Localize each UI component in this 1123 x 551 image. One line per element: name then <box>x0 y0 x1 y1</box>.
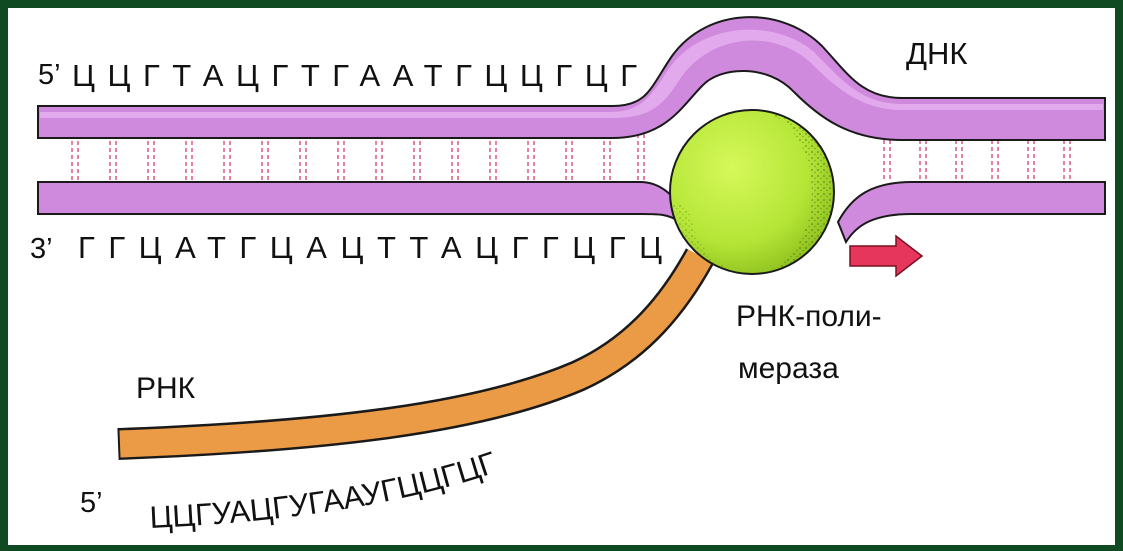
rna-strand-end: 5’ <box>80 487 103 519</box>
rna-label: РНК <box>136 372 196 405</box>
top-strand-end: 5’ <box>38 59 61 91</box>
bottom-strand-end: 3’ <box>30 233 53 265</box>
rna-polymerase <box>670 110 834 274</box>
dna-label: ДНК <box>906 36 967 71</box>
polymerase-label-line2: мераза <box>738 352 839 385</box>
polymerase-label-line1: РНК-поли- <box>736 300 882 333</box>
